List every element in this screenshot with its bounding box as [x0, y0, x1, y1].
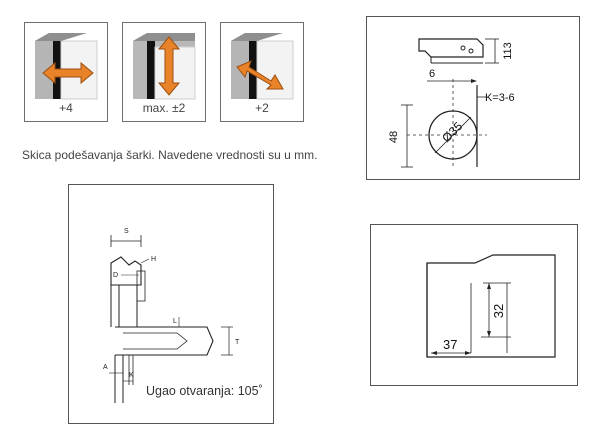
vertical-arrow-icon [133, 33, 196, 100]
adjustment-tile-side: +4 [24, 22, 108, 122]
label-l: L [173, 318, 177, 325]
label-t: T [235, 339, 240, 346]
dim-k-label: K=3-6 [485, 92, 515, 104]
adjustment-caption: Skica podešavanja šarki. Navedene vredno… [22, 148, 318, 162]
depth-arrow-icon [231, 33, 294, 100]
dim-6-label: 6 [429, 68, 435, 80]
label-h: H [151, 256, 156, 263]
tile-label: +4 [59, 101, 73, 115]
dim-48-label: 48 [388, 131, 400, 143]
label-s: S [124, 228, 129, 235]
mounting-plate-drawing: 32 37 [370, 224, 578, 386]
dim-32-label: 32 [491, 304, 506, 318]
horizontal-arrow-icon [35, 33, 98, 100]
dim-113-label: 113 [502, 42, 514, 60]
adjustment-tile-height: max. ±2 [122, 22, 206, 122]
dim-37-label: 37 [443, 337, 457, 352]
label-d: D [113, 272, 118, 279]
tile-label: +2 [255, 101, 269, 115]
tile-label: max. ±2 [142, 101, 186, 115]
cup-drilling-drawing: 113 6 K=3-6 Ø35 48 [366, 16, 580, 180]
dim-diameter-label: Ø35 [439, 119, 465, 145]
label-a: A [103, 364, 108, 371]
label-k: K [129, 372, 134, 379]
adjustment-tile-depth: +2 [220, 22, 304, 122]
opening-angle-label: Ugao otvaranja: 105˚ [146, 384, 263, 398]
hinge-section-drawing: S H D L T A K [68, 184, 274, 424]
